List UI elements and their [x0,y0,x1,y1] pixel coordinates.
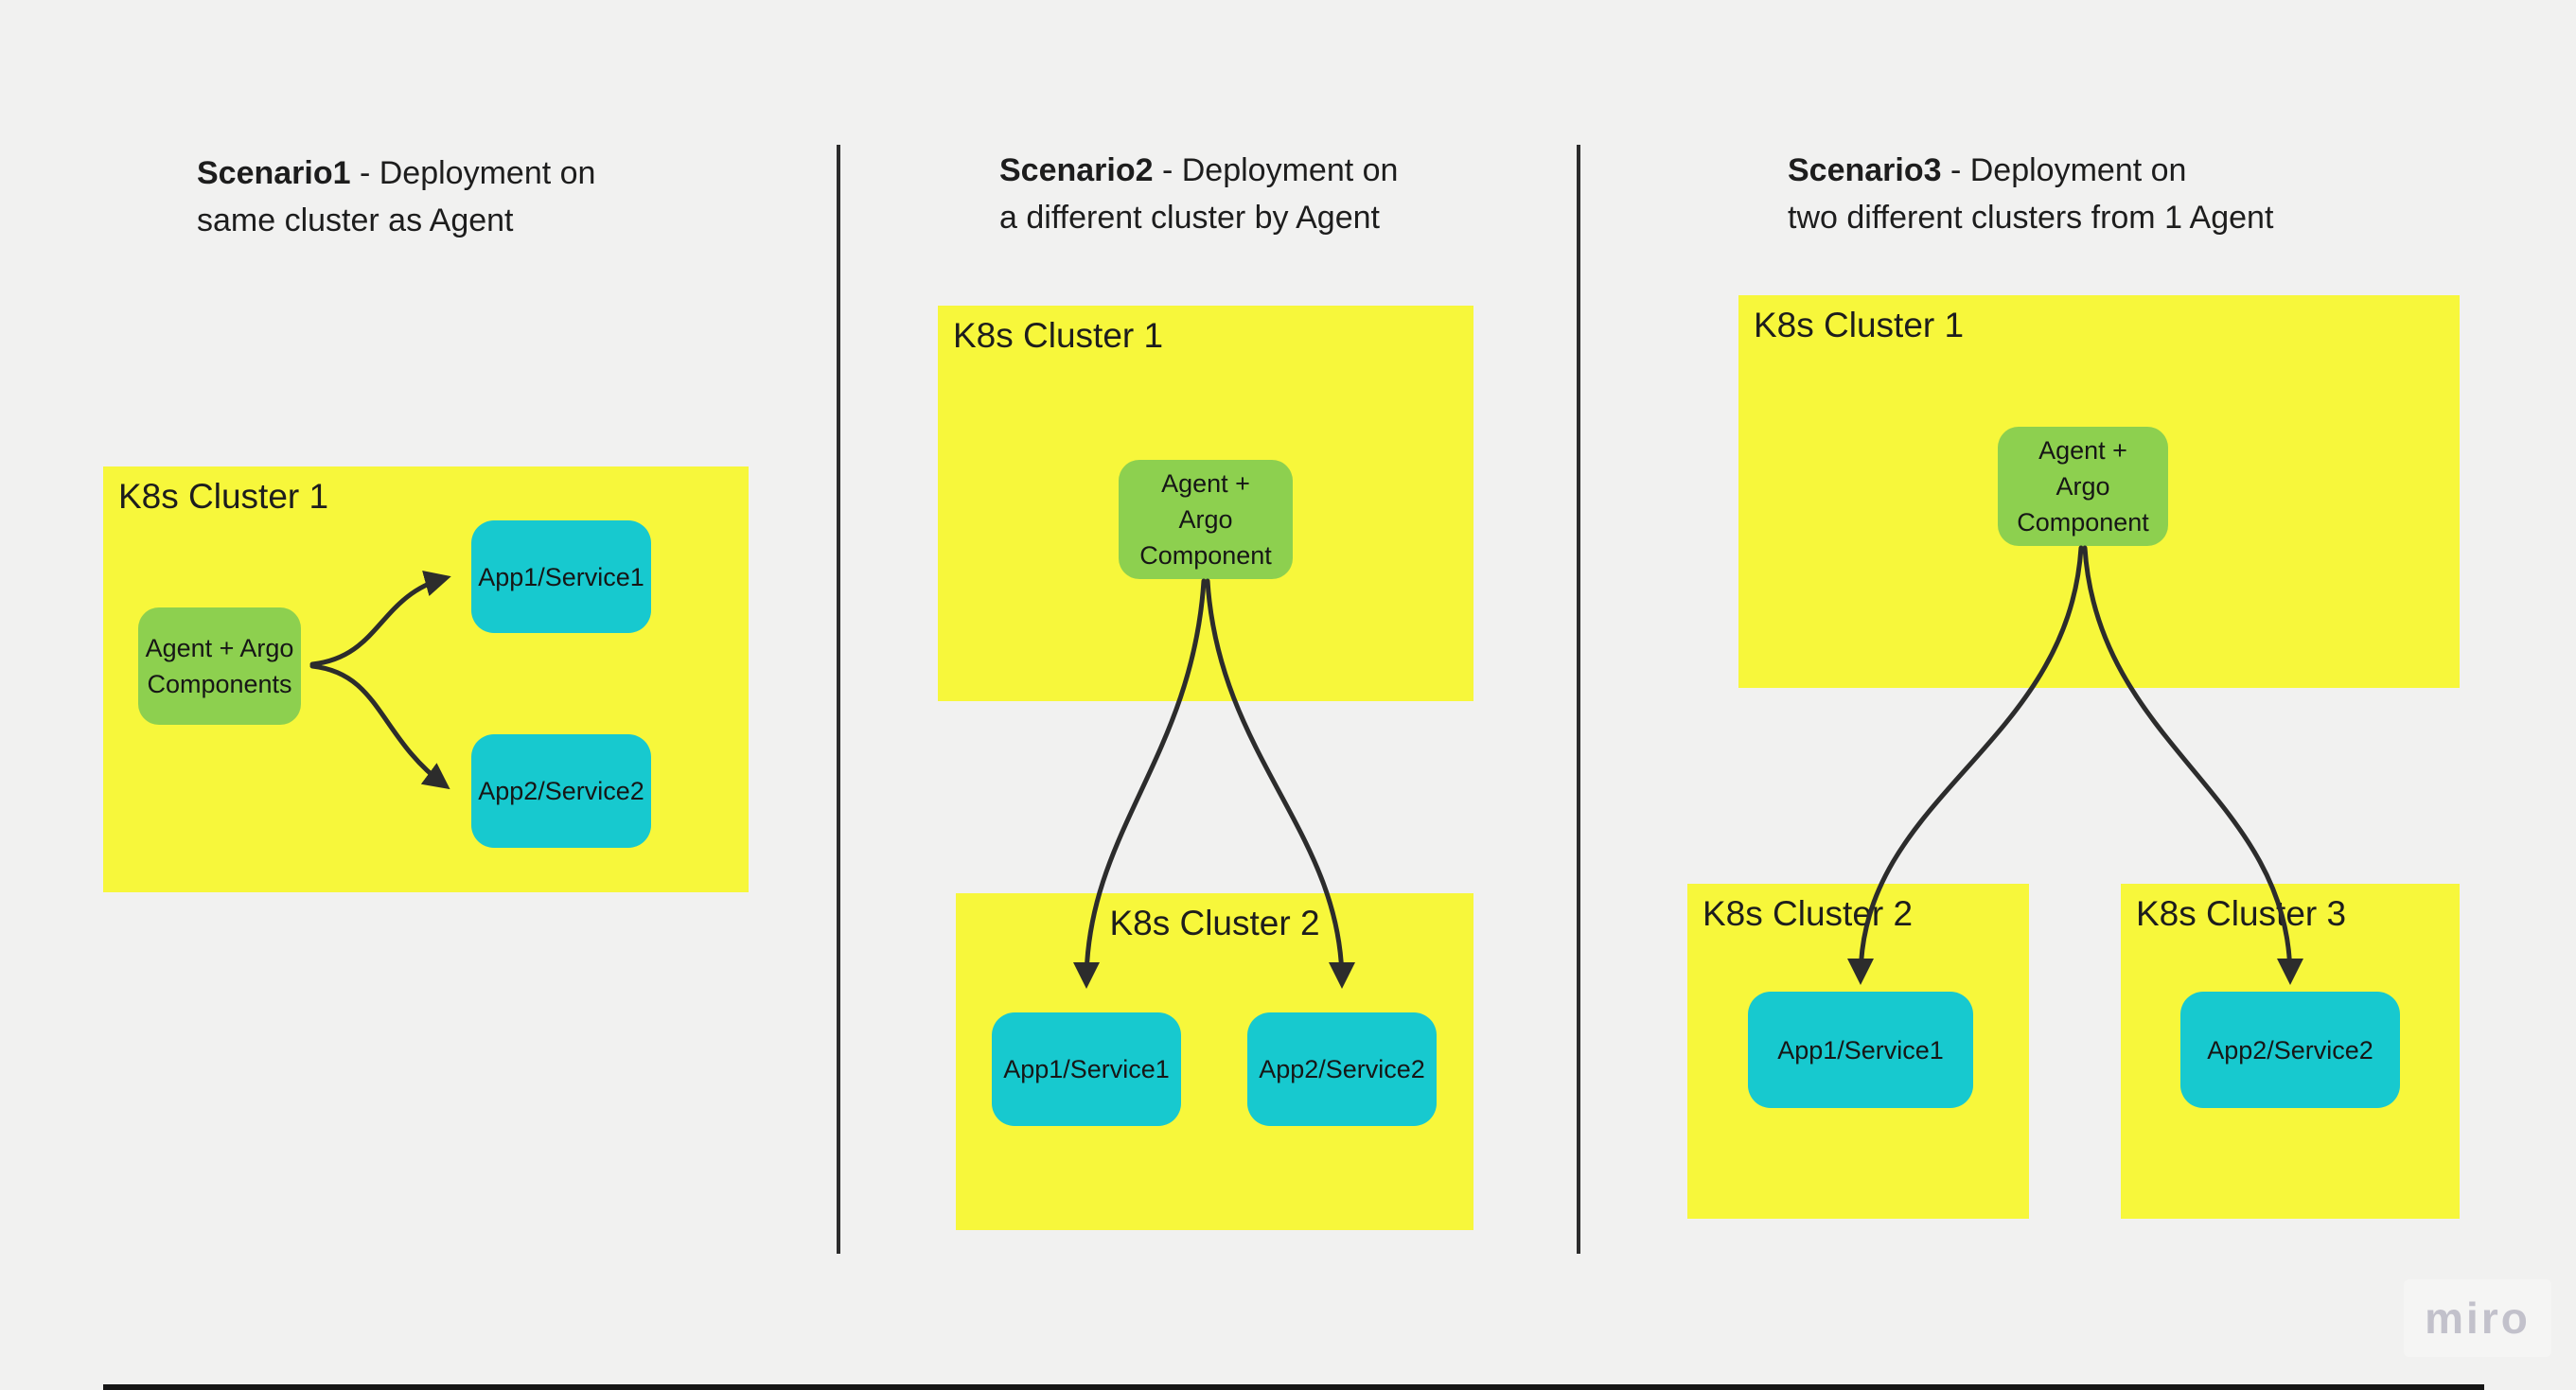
s1-cluster1-label: K8s Cluster 1 [118,477,329,516]
miro-watermark-label: miro [2425,1293,2531,1343]
s3-app2-label: App2/Service2 [2207,1035,2373,1064]
s2-app2-box[interactable]: App2/Service2 [1247,1012,1437,1126]
s3-agent-box[interactable]: Agent + Argo Component [1998,427,2168,546]
s2-cluster2-label: K8s Cluster 2 [1109,904,1320,942]
miro-watermark: miro [2404,1279,2551,1357]
s1-app1-label: App1/Service1 [478,562,644,591]
s1-app1-box[interactable]: App1/Service1 [471,520,651,633]
s1-agent-box-line1: Agent + Argo [145,634,294,662]
s2-app1-box[interactable]: App1/Service1 [992,1012,1181,1126]
scenario3-title-line1: Scenario3 - Deployment on [1788,152,2187,188]
s2-agent-box[interactable]: Agent + Argo Component [1119,460,1293,579]
s3-cluster2-label: K8s Cluster 2 [1703,894,1914,933]
s2-agent-box-line2: Argo [1178,505,1233,534]
s3-app2-box[interactable]: App2/Service2 [2180,992,2400,1108]
s1-agent-box-line2: Components [147,670,292,698]
scenario2-title-line2: a different cluster by Agent [999,200,1380,236]
s2-agent-box-line1: Agent + [1161,469,1250,498]
s3-agent-box-line1: Agent + [2038,436,2127,465]
s3-app1-box[interactable]: App1/Service1 [1748,992,1973,1108]
s3-agent-box-line2: Argo [2056,472,2110,501]
scenario3-title-line2: two different clusters from 1 Agent [1788,200,2274,236]
scenario2-title[interactable]: Scenario2 - Deployment on a different cl… [999,147,1398,241]
scenario1-title-line2: same cluster as Agent [197,202,514,238]
cropped-shape-edge[interactable] [103,1384,2484,1390]
s2-agent-box-line3: Component [1139,541,1272,570]
divider-line-1[interactable] [837,145,840,1254]
s3-agent-box-line3: Component [2017,508,2149,537]
scenario2-title-line1: Scenario2 - Deployment on [999,152,1399,188]
s1-app2-box[interactable]: App2/Service2 [471,734,651,848]
scenario1-title-line1: Scenario1 - Deployment on [197,155,596,191]
s1-agent-box[interactable]: Agent + Argo Components [138,607,301,725]
s3-app1-label: App1/Service1 [1777,1035,1944,1064]
divider-line-2[interactable] [1577,145,1580,1254]
s1-app2-label: App2/Service2 [478,777,644,805]
s2-app1-label: App1/Service1 [1003,1055,1170,1083]
s2-app2-label: App2/Service2 [1259,1055,1425,1083]
s3-cluster1-label: K8s Cluster 1 [1754,306,1965,344]
s3-cluster3-label: K8s Cluster 3 [2136,894,2347,933]
scenario3-title[interactable]: Scenario3 - Deployment on two different … [1788,147,2273,241]
scenario1-title[interactable]: Scenario1 - Deployment on same cluster a… [197,150,595,244]
s2-cluster1-label: K8s Cluster 1 [953,316,1164,355]
